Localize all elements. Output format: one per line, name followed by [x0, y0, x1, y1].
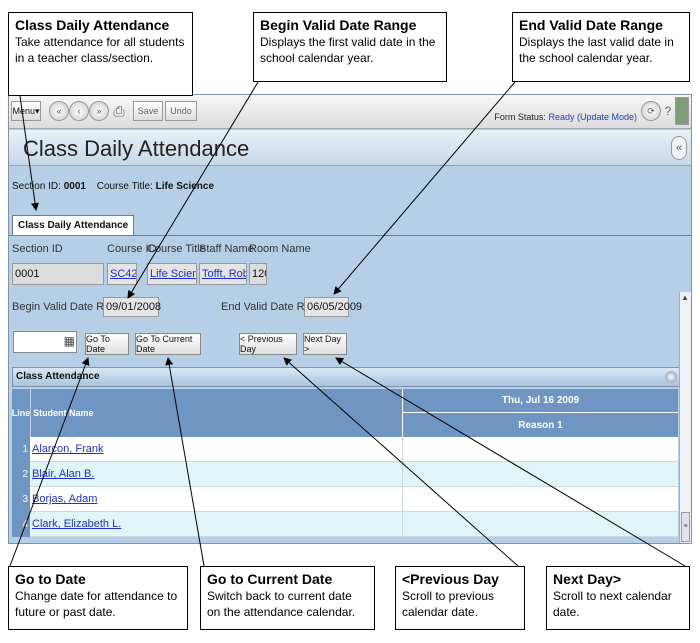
go-to-current-date-button[interactable]: Go To Current Date [135, 333, 201, 355]
section-id-field: 0001 [12, 263, 104, 285]
callout-title: Go to Date [15, 571, 86, 587]
course-title-value: Life Science [155, 181, 215, 192]
refresh-icon[interactable]: ⟳ [641, 101, 661, 121]
callout-go-to-current-date: Go to Current Date Switch back to curren… [200, 566, 375, 630]
table-row: 3 Borjas, Adam [12, 487, 678, 512]
callout-previous-day: <Previous Day Scroll to previous calenda… [395, 566, 525, 630]
student-name-column-header: Student Name [30, 389, 402, 437]
menu-button[interactable]: Menu▾ [11, 101, 41, 121]
room-name-field: 120 [249, 263, 267, 285]
table-row: 1 Alarcon, Frank [12, 437, 678, 462]
collapse-icon[interactable]: « [671, 136, 687, 160]
calendar-icon[interactable]: ▦ [63, 334, 75, 348]
callout-description: Switch back to current date on the atten… [207, 589, 356, 619]
attendance-cell[interactable] [402, 462, 678, 487]
callout-description: Scroll to previous calendar date. [402, 589, 495, 619]
tab-class-daily-attendance[interactable]: Class Daily Attendance [12, 215, 135, 235]
section-id-field-label: Section ID [12, 243, 63, 255]
course-id-link[interactable]: SC422 [107, 263, 137, 285]
scroll-thumb[interactable]: ≡ [681, 512, 690, 542]
line-number: 4 [12, 512, 30, 537]
first-record-icon[interactable]: « [49, 101, 69, 121]
form-status-value: Ready (Update Mode) [548, 112, 637, 122]
tab-divider [9, 235, 691, 236]
callout-begin-valid-date-range: Begin Valid Date Range Displays the firs… [253, 12, 447, 82]
callout-description: Scroll to next calendar date. [553, 589, 672, 619]
calculator-icon[interactable] [675, 97, 689, 125]
section-summary: Section ID: 0001 Course Title: Life Scie… [12, 181, 222, 192]
callout-description: Displays the first valid date in the sch… [260, 35, 436, 65]
callout-title: End Valid Date Range [519, 17, 663, 33]
table-row: 2 Blair, Alan B. [12, 462, 678, 487]
callout-end-valid-date-range: End Valid Date Range Displays the last v… [512, 12, 690, 82]
go-to-date-button[interactable]: Go To Date [85, 333, 129, 355]
page-title: Class Daily Attendance [23, 136, 250, 161]
callout-description: Take attendance for all students in a te… [15, 35, 185, 65]
callout-title: Begin Valid Date Range [260, 17, 417, 33]
callout-description: Change date for attendance to future or … [15, 589, 178, 619]
print-icon[interactable]: ⎙ [113, 102, 125, 119]
table-row: 4 Clark, Elizabeth L. [12, 512, 678, 537]
form-status-label: Form Status: [494, 112, 546, 122]
attendance-cell[interactable] [402, 437, 678, 462]
attendance-cell[interactable] [402, 512, 678, 537]
callout-title: Go to Current Date [207, 571, 333, 587]
next-day-button[interactable]: Next Day > [303, 333, 347, 355]
callout-title: Class Daily Attendance [15, 17, 170, 33]
scroll-up-icon[interactable]: ▲ [681, 293, 689, 302]
save-button[interactable]: Save [133, 101, 163, 121]
expand-icon[interactable] [665, 371, 677, 383]
date-column-header: Thu, Jul 16 2009 [402, 389, 678, 413]
staff-name-field-label: Staff Name [199, 243, 254, 255]
line-number: 2 [12, 462, 30, 487]
callout-description: Displays the last valid date in the scho… [519, 35, 674, 65]
student-name-link[interactable]: Borjas, Adam [32, 493, 98, 505]
section-id-value: 0001 [63, 181, 86, 192]
page-title-bar: Class Daily Attendance « [9, 130, 691, 166]
line-number: 1 [12, 437, 30, 462]
vertical-scrollbar[interactable]: ▲ ≡ [679, 292, 691, 543]
student-name-link[interactable]: Alarcon, Frank [32, 443, 104, 455]
callout-go-to-date: Go to Date Change date for attendance to… [8, 566, 188, 630]
room-name-field-label: Room Name [249, 243, 311, 255]
staff-name-link[interactable]: Tofft, Robert [199, 263, 247, 285]
line-column-header: Line [12, 389, 30, 437]
callout-title: Next Day> [553, 571, 622, 587]
help-icon[interactable]: ? [664, 104, 672, 118]
application-window: Menu▾ « ‹ » ⎙ Save Undo Form Status: Rea… [8, 94, 692, 544]
undo-button[interactable]: Undo [165, 101, 197, 121]
course-title-label: Course Title: [96, 181, 153, 192]
previous-day-button[interactable]: < Previous Day [239, 333, 297, 355]
student-name-link[interactable]: Blair, Alan B. [32, 468, 95, 480]
begin-range-field: 09/01/2008 [103, 297, 161, 317]
reason-column-header: Reason 1 [402, 413, 678, 437]
previous-record-icon[interactable]: ‹ [69, 101, 89, 121]
student-name-link[interactable]: Clark, Elizabeth L. [32, 518, 122, 530]
callout-class-daily-attendance: Class Daily Attendance Take attendance f… [8, 12, 193, 96]
callout-next-day: Next Day> Scroll to next calendar date. [546, 566, 690, 630]
next-record-icon[interactable]: » [89, 101, 109, 121]
callout-title: <Previous Day [402, 571, 499, 587]
class-attendance-title: Class Attendance [16, 371, 100, 382]
attendance-cell[interactable] [402, 487, 678, 512]
course-title-link[interactable]: Life Science [147, 263, 197, 285]
begin-range-label: Begin Valid Date Range [12, 301, 129, 313]
form-status: Form Status: Ready (Update Mode) [494, 112, 637, 122]
toolbar: Menu▾ « ‹ » ⎙ Save Undo Form Status: Rea… [9, 95, 691, 129]
end-range-label: End Valid Date Range [221, 301, 330, 313]
class-attendance-header: Class Attendance [12, 367, 682, 387]
line-number: 3 [12, 487, 30, 512]
end-range-field: 06/05/2009 [304, 297, 362, 317]
section-id-label: Section ID: [12, 181, 61, 192]
date-input[interactable]: ▦ [13, 331, 77, 353]
course-title-field-label: Course Title [147, 243, 206, 255]
